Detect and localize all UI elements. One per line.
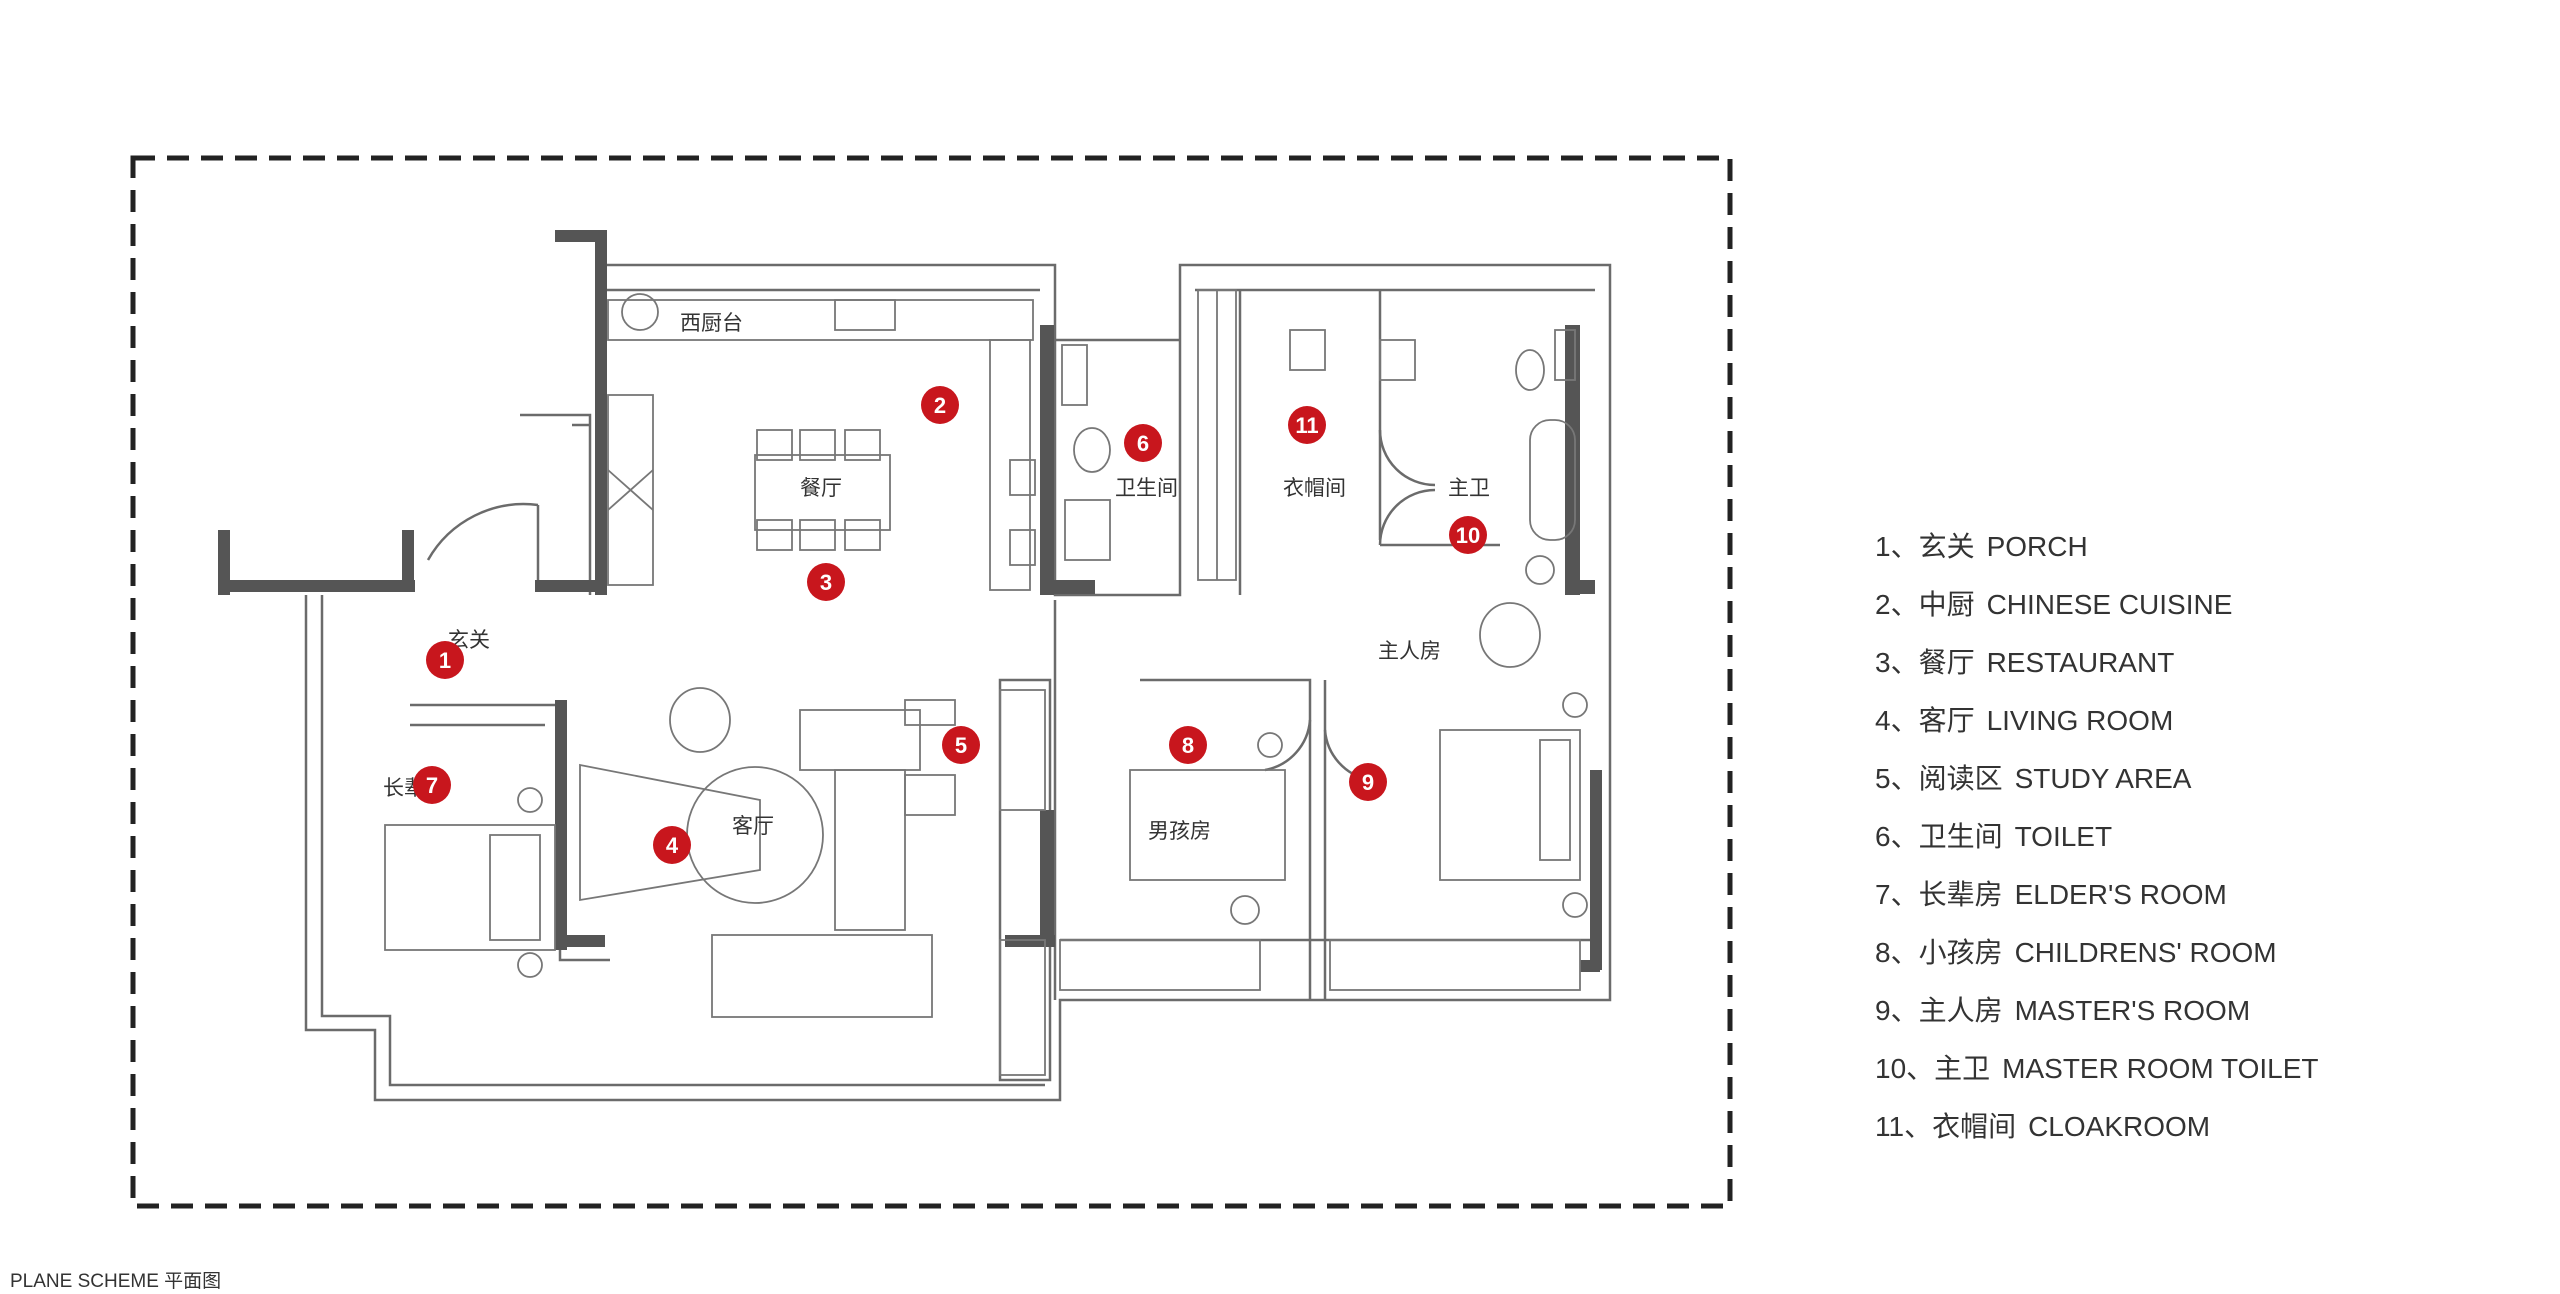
svg-text:6: 6 bbox=[1137, 431, 1149, 456]
marker-7: 7 bbox=[413, 766, 451, 804]
dining-table bbox=[754, 454, 891, 531]
room-label-child: 男孩房 bbox=[1148, 819, 1211, 843]
marker-3: 3 bbox=[807, 563, 845, 601]
marker-6: 6 bbox=[1124, 424, 1162, 462]
svg-text:3: 3 bbox=[820, 570, 832, 595]
svg-text:11: 11 bbox=[1295, 413, 1318, 438]
marker-8: 8 bbox=[1169, 726, 1207, 764]
svg-text:4: 4 bbox=[666, 833, 679, 858]
room-label-master: 主人房 bbox=[1378, 639, 1441, 663]
floor-plan: 西厨台 餐厅 卫生间 衣帽间 主卫 主人房 玄关 长辈房 客厅 男孩房 1 2 … bbox=[130, 155, 1733, 1209]
marker-5: 5 bbox=[942, 726, 980, 764]
plan-caption: PLANE SCHEME 平面图 bbox=[10, 1271, 222, 1292]
room-label-master-toilet: 主卫 bbox=[1448, 476, 1490, 500]
room-label-west-kitchen: 西厨台 bbox=[680, 311, 743, 335]
furniture bbox=[384, 289, 1588, 1076]
solid-walls bbox=[218, 230, 1602, 972]
room-label-toilet: 卫生间 bbox=[1115, 476, 1178, 500]
room-label-living: 客厅 bbox=[732, 814, 774, 838]
elder-bed bbox=[384, 824, 556, 951]
svg-text:10: 10 bbox=[1456, 523, 1480, 548]
room-markers: 1 2 3 4 5 6 7 8 9 10 11 bbox=[413, 386, 1487, 864]
child-bed bbox=[1129, 769, 1286, 881]
sofa bbox=[711, 934, 933, 1018]
svg-text:9: 9 bbox=[1362, 770, 1374, 795]
svg-text:8: 8 bbox=[1182, 733, 1194, 758]
plan-frame bbox=[130, 155, 1733, 1209]
marker-10: 10 bbox=[1449, 516, 1487, 554]
room-label-dining: 餐厅 bbox=[800, 476, 842, 500]
svg-text:7: 7 bbox=[426, 773, 438, 798]
marker-2: 2 bbox=[921, 386, 959, 424]
svg-text:5: 5 bbox=[955, 733, 967, 758]
marker-9: 9 bbox=[1349, 763, 1387, 801]
master-bed bbox=[1439, 729, 1581, 881]
svg-text:2: 2 bbox=[934, 393, 946, 418]
room-label-cloak: 衣帽间 bbox=[1283, 476, 1346, 500]
marker-1: 1 bbox=[426, 641, 464, 679]
svg-text:1: 1 bbox=[439, 648, 451, 673]
walls bbox=[304, 263, 1612, 1102]
marker-4: 4 bbox=[653, 826, 691, 864]
marker-11: 11 bbox=[1288, 406, 1326, 444]
